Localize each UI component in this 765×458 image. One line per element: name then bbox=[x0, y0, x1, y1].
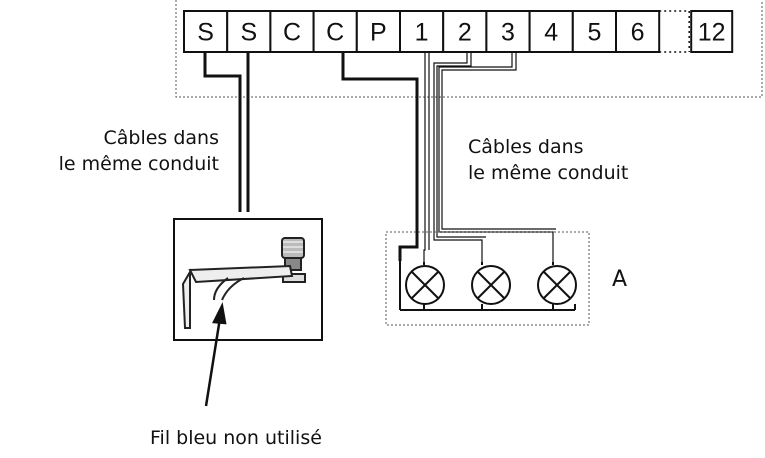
valve-group-label: A bbox=[612, 267, 628, 292]
terminal-gap bbox=[659, 10, 690, 53]
terminal-label: 1 bbox=[415, 19, 429, 47]
terminal-label: S bbox=[240, 19, 257, 47]
caption-line: le même conduit bbox=[58, 153, 219, 175]
terminal-label: 5 bbox=[587, 19, 601, 47]
valve-x-icon bbox=[471, 265, 511, 305]
terminal-label: 4 bbox=[544, 19, 558, 47]
sensor-cable-caption: Câbles dans le même conduit bbox=[59, 125, 219, 177]
terminal-cell bbox=[312, 10, 358, 53]
terminal-label: P bbox=[370, 19, 387, 47]
valve-group-outline bbox=[385, 231, 590, 326]
unused-wire-caption: Fil bleu non utilisé bbox=[150, 427, 322, 449]
terminal-label: C bbox=[326, 19, 344, 47]
caption-line: le même conduit bbox=[468, 162, 629, 184]
terminal-label: 6 bbox=[631, 19, 645, 47]
pointer-arrow bbox=[204, 302, 227, 407]
common-wire bbox=[341, 52, 419, 261]
controller-outline bbox=[175, 0, 763, 98]
terminal-cell bbox=[615, 10, 661, 53]
terminal-label: 12 bbox=[698, 19, 726, 47]
terminal-label: C bbox=[283, 19, 301, 47]
valve-x-icon bbox=[537, 265, 577, 305]
zone-wires bbox=[423, 52, 556, 262]
valve-bus bbox=[399, 260, 576, 311]
terminal-cell bbox=[485, 10, 531, 53]
rain-sensor-icon bbox=[181, 237, 306, 329]
terminal-label: 3 bbox=[501, 19, 515, 47]
terminal-cell bbox=[690, 10, 734, 53]
wires bbox=[203, 52, 556, 262]
caption-line: Câbles dans bbox=[103, 127, 219, 149]
valve-x-icon bbox=[405, 265, 445, 305]
terminal-label: S bbox=[197, 19, 214, 47]
terminal-cell bbox=[399, 10, 445, 53]
terminal-label: 2 bbox=[458, 19, 472, 47]
valve-cable-caption: Câbles dans le même conduit bbox=[468, 134, 628, 186]
sensor-wire-1 bbox=[203, 52, 242, 212]
caption-line: Câbles dans bbox=[468, 136, 584, 158]
